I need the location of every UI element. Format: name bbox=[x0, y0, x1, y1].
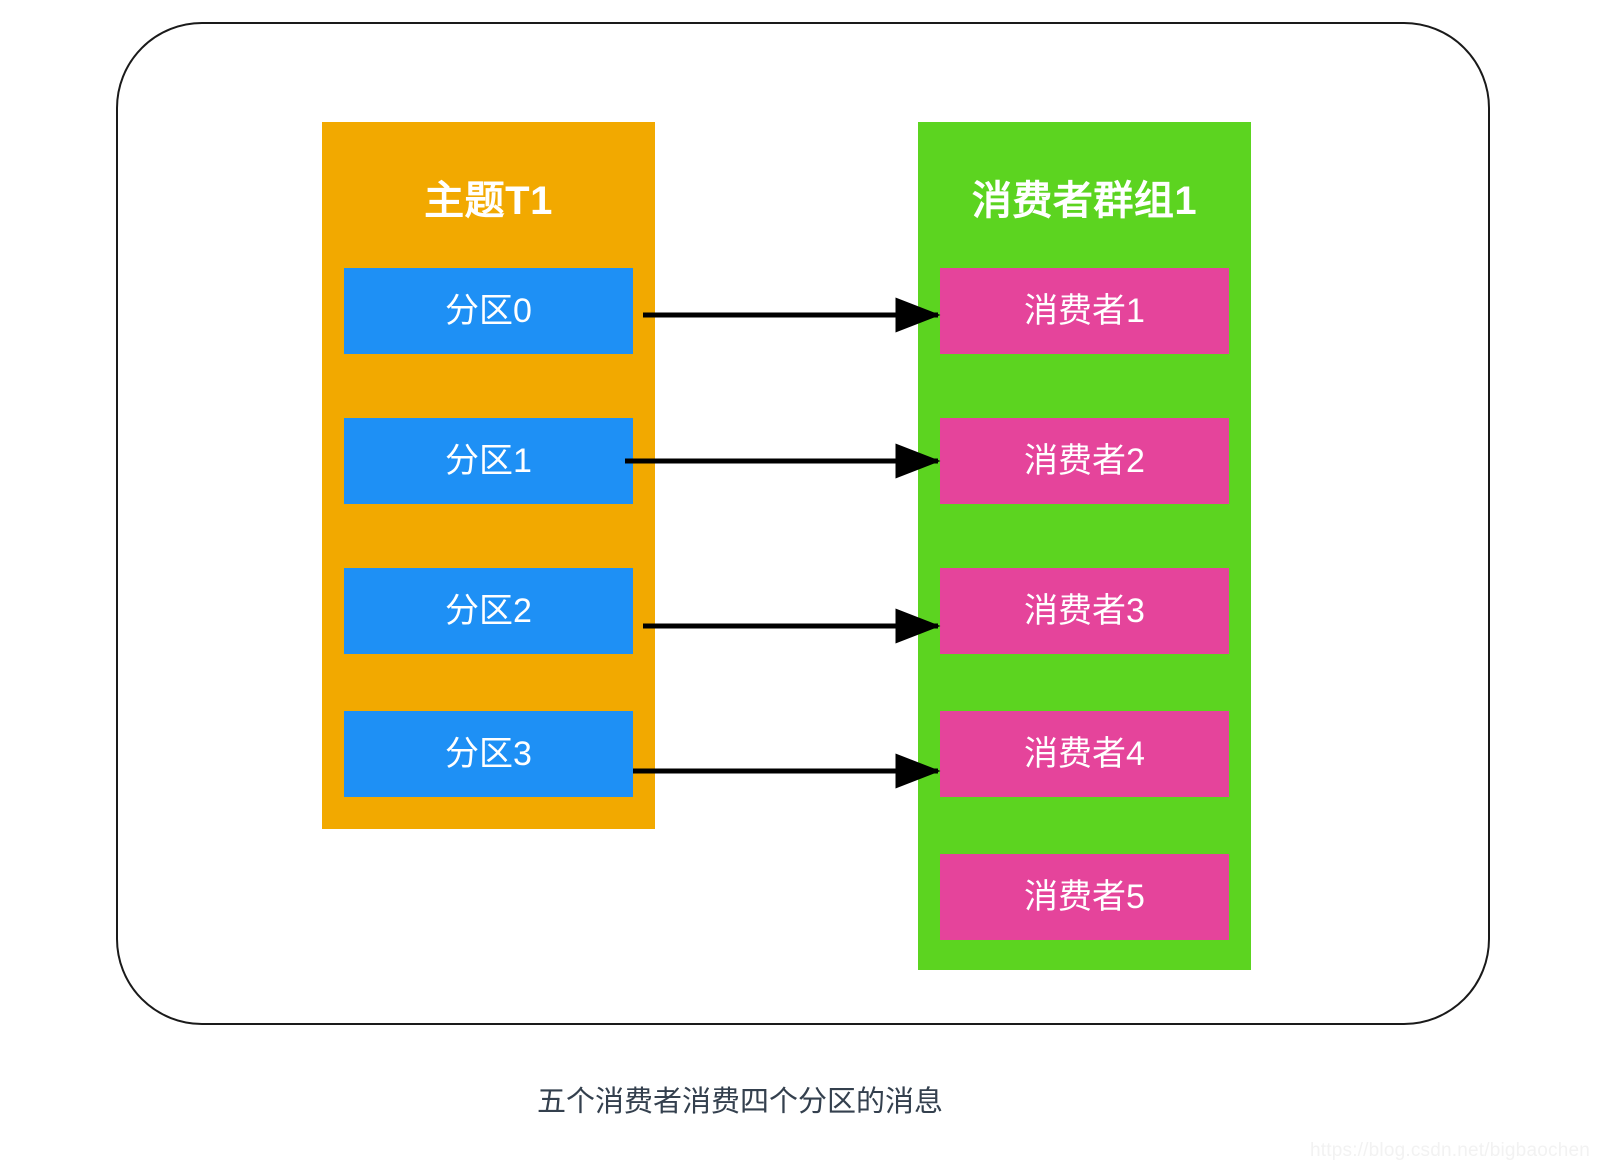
consumer-group-panel: 消费者群组1 消费者1 消费者2 消费者3 消费者4 消费者5 bbox=[918, 122, 1251, 970]
consumer-group-panel-title: 消费者群组1 bbox=[971, 179, 1198, 223]
partition-box-3[interactable]: 分区3 bbox=[344, 711, 633, 797]
partition-box-0[interactable]: 分区0 bbox=[344, 268, 633, 354]
watermark: https://blog.csdn.net/bigbaochen bbox=[1310, 1140, 1590, 1161]
consumer-box-4[interactable]: 消费者4 bbox=[940, 711, 1229, 797]
consumer-box-3[interactable]: 消费者3 bbox=[940, 568, 1229, 654]
consumer-label-2: 消费者2 bbox=[1024, 442, 1145, 480]
partition-box-1[interactable]: 分区1 bbox=[344, 418, 633, 504]
partition-label-0: 分区0 bbox=[445, 292, 532, 330]
partition-label-2: 分区2 bbox=[445, 592, 532, 630]
consumer-label-1: 消费者1 bbox=[1024, 292, 1145, 330]
consumer-box-2[interactable]: 消费者2 bbox=[940, 418, 1229, 504]
consumer-label-4: 消费者4 bbox=[1024, 735, 1145, 773]
consumer-label-3: 消费者3 bbox=[1024, 592, 1145, 630]
diagram-caption: 五个消费者消费四个分区的消息 bbox=[536, 1086, 943, 1118]
outer-frame bbox=[116, 22, 1490, 1025]
consumer-box-5[interactable]: 消费者5 bbox=[940, 854, 1229, 940]
partition-label-3: 分区3 bbox=[445, 735, 532, 773]
partition-box-2[interactable]: 分区2 bbox=[344, 568, 633, 654]
consumer-label-5: 消费者5 bbox=[1024, 878, 1145, 916]
topic-panel: 主题T1 分区0 分区1 分区2 分区3 bbox=[322, 122, 655, 829]
partition-label-1: 分区1 bbox=[445, 442, 532, 480]
consumer-box-1[interactable]: 消费者1 bbox=[940, 268, 1229, 354]
topic-panel-title: 主题T1 bbox=[424, 179, 553, 223]
